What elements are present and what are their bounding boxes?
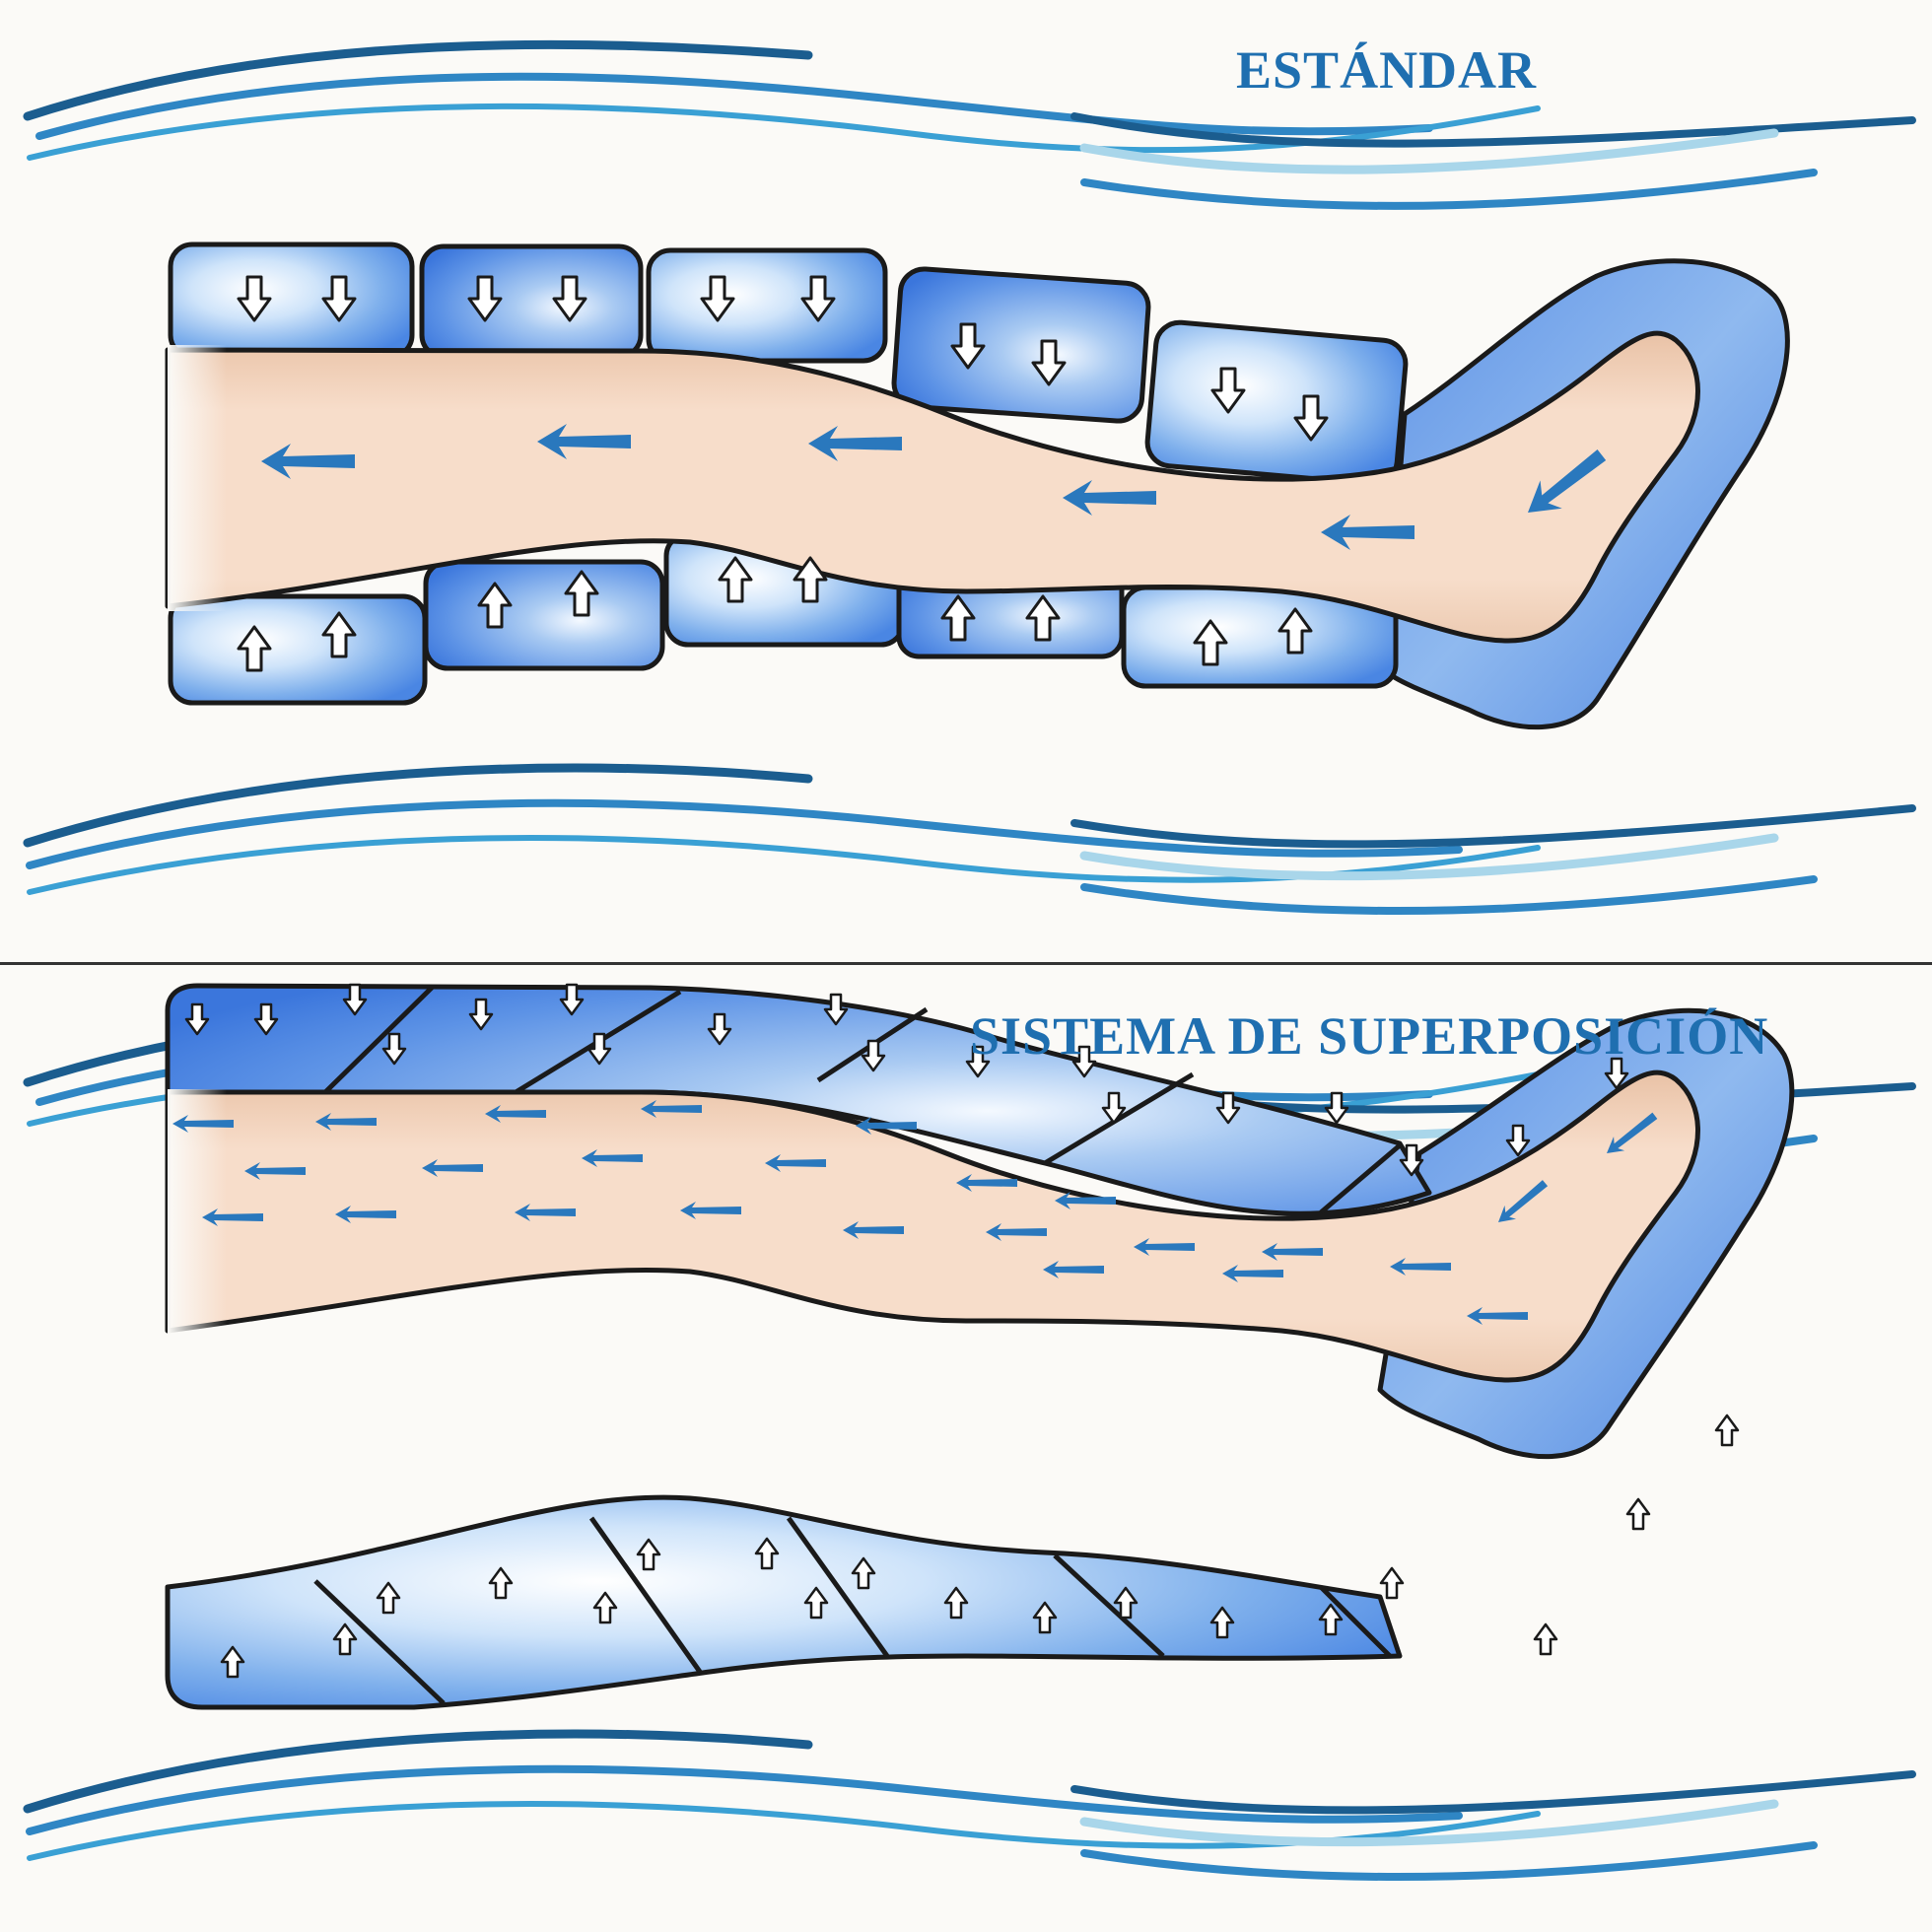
lower-chamber-row (168, 531, 1399, 706)
pressure-arrow-up-icon (1625, 1497, 1651, 1531)
leg (165, 330, 1700, 644)
lower-chamber (423, 559, 665, 671)
upper-chamber (419, 243, 644, 360)
wave-decoration-bottom (28, 768, 1912, 911)
upper-chamber (891, 266, 1151, 424)
overlap-compression-diagram (0, 983, 1932, 1932)
upper-chamber (646, 247, 888, 364)
lower-chamber (168, 593, 428, 706)
pressure-arrow-up-icon (1533, 1622, 1558, 1656)
pressure-arrow-up-icon (1714, 1414, 1740, 1447)
panel-divider (0, 962, 1932, 965)
leg-fade (168, 1089, 227, 1336)
upper-chamber (1144, 319, 1409, 487)
upper-sleeve (165, 983, 1432, 1216)
panel-title: SISTEMA DE SUPERPOSICIÓN (970, 1006, 1769, 1066)
lower-sleeve (165, 1494, 1403, 1710)
pressure-arrow-up-icon (1379, 1566, 1405, 1600)
panel-title: ESTÁNDAR (1236, 40, 1538, 100)
wave-decoration-top (28, 44, 1912, 206)
standard-compression-diagram (0, 0, 1932, 966)
overlap-panel: SISTEMA DE SUPERPOSICIÓN (0, 966, 1932, 1932)
standard-panel: ESTÁNDAR (0, 0, 1932, 966)
leg-fade (168, 345, 227, 611)
lower-overlap-dividers (313, 1516, 1392, 1705)
wave-decoration-bottom (28, 1734, 1912, 1877)
leg (165, 1070, 1700, 1383)
upper-chamber (168, 242, 415, 360)
